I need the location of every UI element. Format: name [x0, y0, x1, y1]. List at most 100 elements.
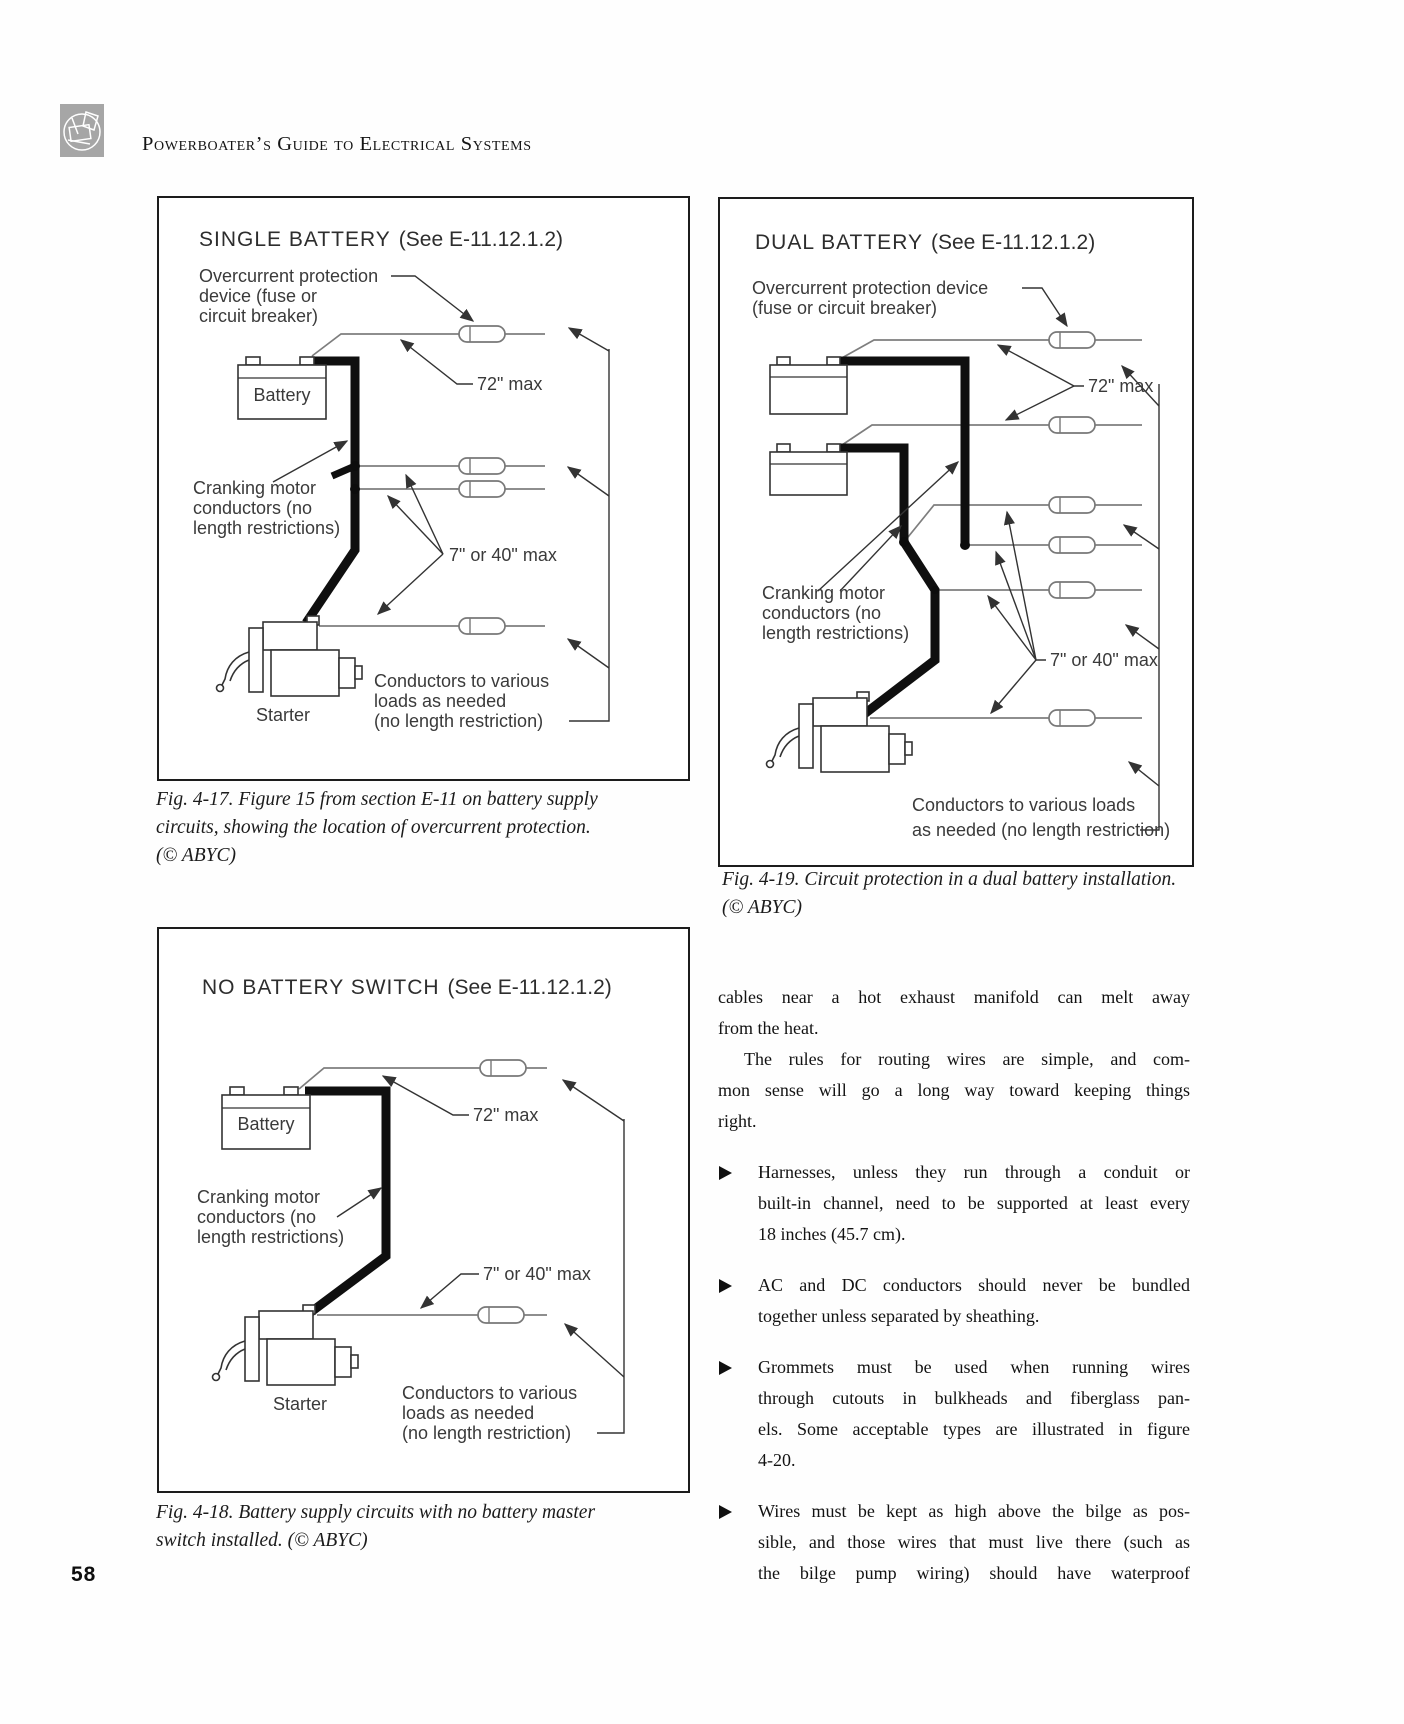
svg-text:Battery: Battery [253, 385, 310, 405]
label-starter: Starter [273, 1394, 327, 1414]
cranking-cable [302, 356, 360, 626]
overcurrent-label: Overcurrent protection device (fuse or c… [199, 266, 378, 326]
loads-label: Conductors to various loads as needed (n… [402, 1383, 577, 1443]
junction-dot [931, 586, 939, 594]
svg-text:Cranking motor: Cranking motor [193, 478, 316, 498]
fuse-icon [458, 480, 506, 498]
body-line: right. [718, 1111, 757, 1131]
loads-label: Conductors to various loads as needed (n… [374, 671, 549, 731]
body-line: mon sense will go a long way toward keep… [718, 1080, 1190, 1100]
cranking-label: Cranking motor conductors (no length res… [193, 478, 340, 538]
battery-symbol [769, 443, 848, 496]
junction-dot [960, 540, 970, 550]
bullet-arrow-icon [719, 1361, 732, 1375]
battery-symbol [769, 356, 848, 415]
leader-72max [381, 1075, 469, 1116]
leader-7or40 [990, 659, 1037, 715]
leader-7or40 [387, 494, 444, 555]
fuse-icon [1048, 416, 1096, 434]
figure-4-19-caption: Fig. 4-19. Circuit protection in a dual … [722, 866, 1176, 922]
starter-icon [215, 615, 363, 697]
leader-cranking [336, 1187, 383, 1218]
bracket-arrow [566, 638, 610, 669]
cranking-cable [305, 1086, 391, 1316]
svg-text:conductors (no: conductors (no [193, 498, 312, 518]
svg-text:(no length restriction): (no length restriction) [402, 1423, 571, 1443]
page-header: Powerboater’s Guide to Electrical System… [142, 133, 532, 155]
figure-4-17: SINGLE BATTERY(See E-11.12.1.2) Overcurr… [157, 196, 690, 781]
caption-line: Fig. 4-18. Battery supply circuits with … [156, 1502, 596, 1523]
body-line: from the heat. [718, 1018, 819, 1038]
svg-text:Overcurrent protection: Overcurrent protection [199, 266, 378, 286]
load-wire [903, 504, 1142, 543]
svg-text:length restrictions): length restrictions) [193, 518, 340, 538]
svg-text:Overcurrent protection device: Overcurrent protection device [752, 278, 988, 298]
leader-cranking [839, 524, 902, 592]
svg-text:device (fuse or: device (fuse or [199, 286, 317, 306]
leader-72max [996, 344, 1084, 387]
body-line: the bilge pump wiring) should have water… [758, 1563, 1190, 1583]
leader-cranking [272, 440, 349, 483]
battery-symbol: Battery [221, 1086, 311, 1150]
battery-feed-wire [311, 333, 545, 357]
figure-4-18-caption: Fig. 4-18. Battery supply circuits with … [156, 1499, 595, 1555]
svg-text:conductors (no: conductors (no [197, 1207, 316, 1227]
cranking-cable [860, 539, 940, 719]
junction-dot [350, 461, 360, 471]
loads-bracket [1140, 384, 1160, 831]
svg-text:as needed (no length restricti: as needed (no length restriction) [912, 820, 1170, 840]
svg-text:conductors (no: conductors (no [762, 603, 881, 623]
cranking-cable [836, 443, 909, 542]
body-line: 4-20. [758, 1450, 796, 1470]
leader-7or40 [419, 1273, 479, 1309]
fuse-icon [458, 457, 506, 475]
svg-text:Cranking motor: Cranking motor [762, 583, 885, 603]
single-battery-diagram: SINGLE BATTERY(See E-11.12.1.2) Overcurr… [193, 228, 610, 731]
bullet-item: Harnesses, unless they run through a con… [718, 1157, 1190, 1250]
cranking-label: Cranking motor conductors (no length res… [762, 583, 909, 643]
chapter-logo-icon [60, 104, 104, 157]
body-line: Wires must be kept as high above the bil… [758, 1501, 1190, 1521]
label-starter: Starter [256, 705, 310, 725]
diagram-title: DUAL BATTERY(See E-11.12.1.2) [755, 231, 1095, 254]
diagram-title: SINGLE BATTERY(See E-11.12.1.2) [199, 228, 563, 251]
dual-battery-diagram: DUAL BATTERY(See E-11.12.1.2) Overcurren… [752, 231, 1170, 840]
leader-7or40 [376, 553, 444, 615]
svg-text:length restrictions): length restrictions) [197, 1227, 344, 1247]
label-7or40: 7" or 40" max [483, 1264, 591, 1284]
fuse-icon [477, 1306, 525, 1324]
caption-line: Fig. 4-17. Figure 15 from section E-11 o… [156, 789, 598, 810]
leader-7or40 [995, 550, 1037, 661]
body-line: Harnesses, unless they run through a con… [758, 1162, 1190, 1182]
fuse-icon [1048, 709, 1096, 727]
figure-4-18: NO BATTERY SWITCH(See E-11.12.1.2) Batte… [157, 927, 690, 1493]
leader-overcurrent [1022, 287, 1068, 328]
svg-text:loads as needed: loads as needed [374, 691, 506, 711]
fuse-icon [1048, 581, 1096, 599]
junction-dot [350, 484, 360, 494]
leader-overcurrent [391, 275, 475, 322]
fuse-icon [458, 617, 506, 635]
bracket-arrow [1121, 364, 1160, 407]
leader-cranking [817, 461, 960, 592]
caption-line: circuits, showing the location of overcu… [156, 817, 591, 838]
battery-feed-wire [839, 339, 1142, 360]
battery-feed-wire [298, 1067, 547, 1090]
bullet-arrow-icon [719, 1279, 732, 1293]
body-line: 18 inches (45.7 cm). [758, 1224, 906, 1244]
fuse-icon [458, 325, 506, 343]
bullet-arrow-icon [719, 1505, 732, 1519]
cranking-label: Cranking motor conductors (no length res… [197, 1187, 344, 1247]
bullet-arrow-icon [719, 1166, 732, 1180]
body-line: cables near a hot exhaust manifold can m… [718, 987, 1190, 1007]
figure-4-19: DUAL BATTERY(See E-11.12.1.2) Overcurren… [718, 197, 1194, 867]
cranking-cable [836, 356, 970, 545]
loads-bracket [597, 1119, 625, 1434]
body-line: together unless separated by sheathing. [758, 1306, 1040, 1326]
diagram-title: NO BATTERY SWITCH(See E-11.12.1.2) [202, 976, 612, 999]
svg-text:Conductors to various: Conductors to various [374, 671, 549, 691]
body-line: Grommets must be used when running wires [758, 1357, 1190, 1377]
bracket-arrow [566, 466, 610, 497]
battery-feed-wire [841, 424, 1142, 446]
